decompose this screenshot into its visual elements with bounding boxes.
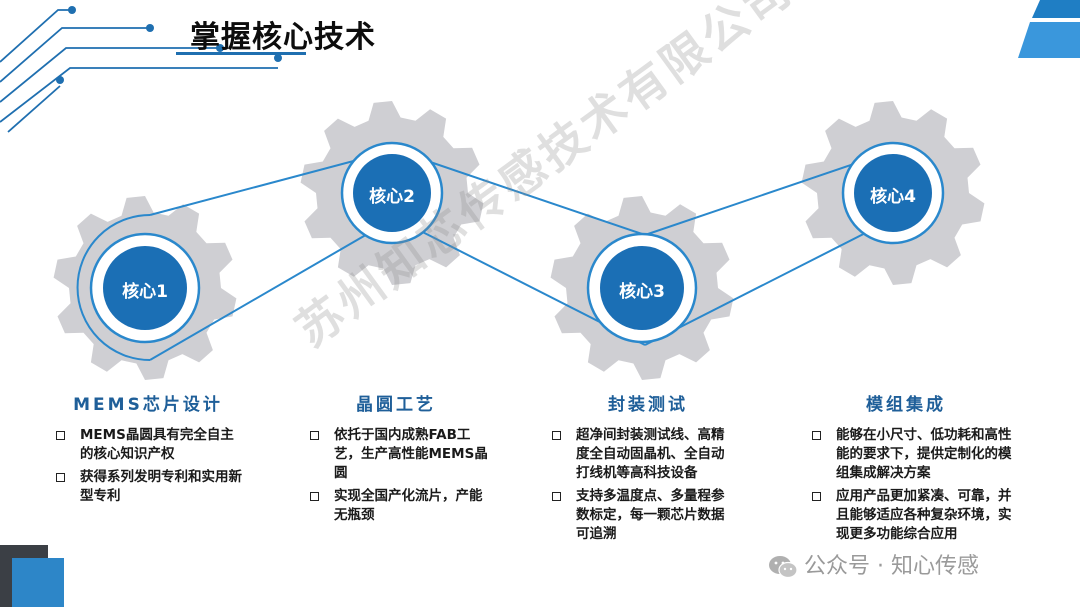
page-title: 掌握核心技术 — [190, 20, 376, 55]
core-label-3: 核心3 — [619, 282, 665, 302]
column-heading-4: 模组集成 — [866, 395, 946, 415]
bullet-list-1: MEMS晶圆具有完全自主的核心知识产权 获得系列发明专利和实用新型专利 — [54, 426, 244, 510]
footer-mark: 公众号 · 知心传感 — [768, 548, 979, 580]
bullet-item: 实现全国产化流片，产能无瓶颈 — [308, 487, 494, 525]
core-label-2: 核心2 — [369, 187, 415, 207]
wechat-icon — [769, 556, 798, 579]
column-heading-1: MEMS芯片设计 — [73, 395, 223, 415]
footer-text: 公众号 · 知心传感 — [804, 554, 979, 579]
core-label-1: 核心1 — [122, 282, 168, 302]
bullet-item: MEMS晶圆具有完全自主的核心知识产权 — [54, 426, 244, 464]
bullet-item: 获得系列发明专利和实用新型专利 — [54, 468, 244, 506]
bullet-list-4: 能够在小尺寸、低功耗和高性能的要求下，提供定制化的模组集成解决方案 应用产品更加… — [810, 426, 1020, 548]
bullet-item: 依托于国内成熟FAB工艺，生产高性能MEMS晶圆 — [308, 426, 494, 483]
bullet-item: 应用产品更加紧凑、可靠，并且能够适应各种复杂环境，实现更多功能综合应用 — [810, 487, 1020, 544]
bullet-list-3: 超净间封装测试线、高精度全自动固晶机、全自动打线机等高科技设备 支持多温度点、多… — [550, 426, 736, 548]
column-heading-3: 封装测试 — [608, 395, 688, 415]
bullet-list-2: 依托于国内成熟FAB工艺，生产高性能MEMS晶圆 实现全国产化流片，产能无瓶颈 — [308, 426, 494, 529]
bullet-item: 超净间封装测试线、高精度全自动固晶机、全自动打线机等高科技设备 — [550, 426, 736, 483]
bullet-item: 能够在小尺寸、低功耗和高性能的要求下，提供定制化的模组集成解决方案 — [810, 426, 1020, 483]
core-label-4: 核心4 — [870, 187, 916, 207]
bullet-item: 支持多温度点、多量程参数标定，每一颗芯片数据可追溯 — [550, 487, 736, 544]
column-heading-2: 晶圆工艺 — [356, 395, 436, 415]
